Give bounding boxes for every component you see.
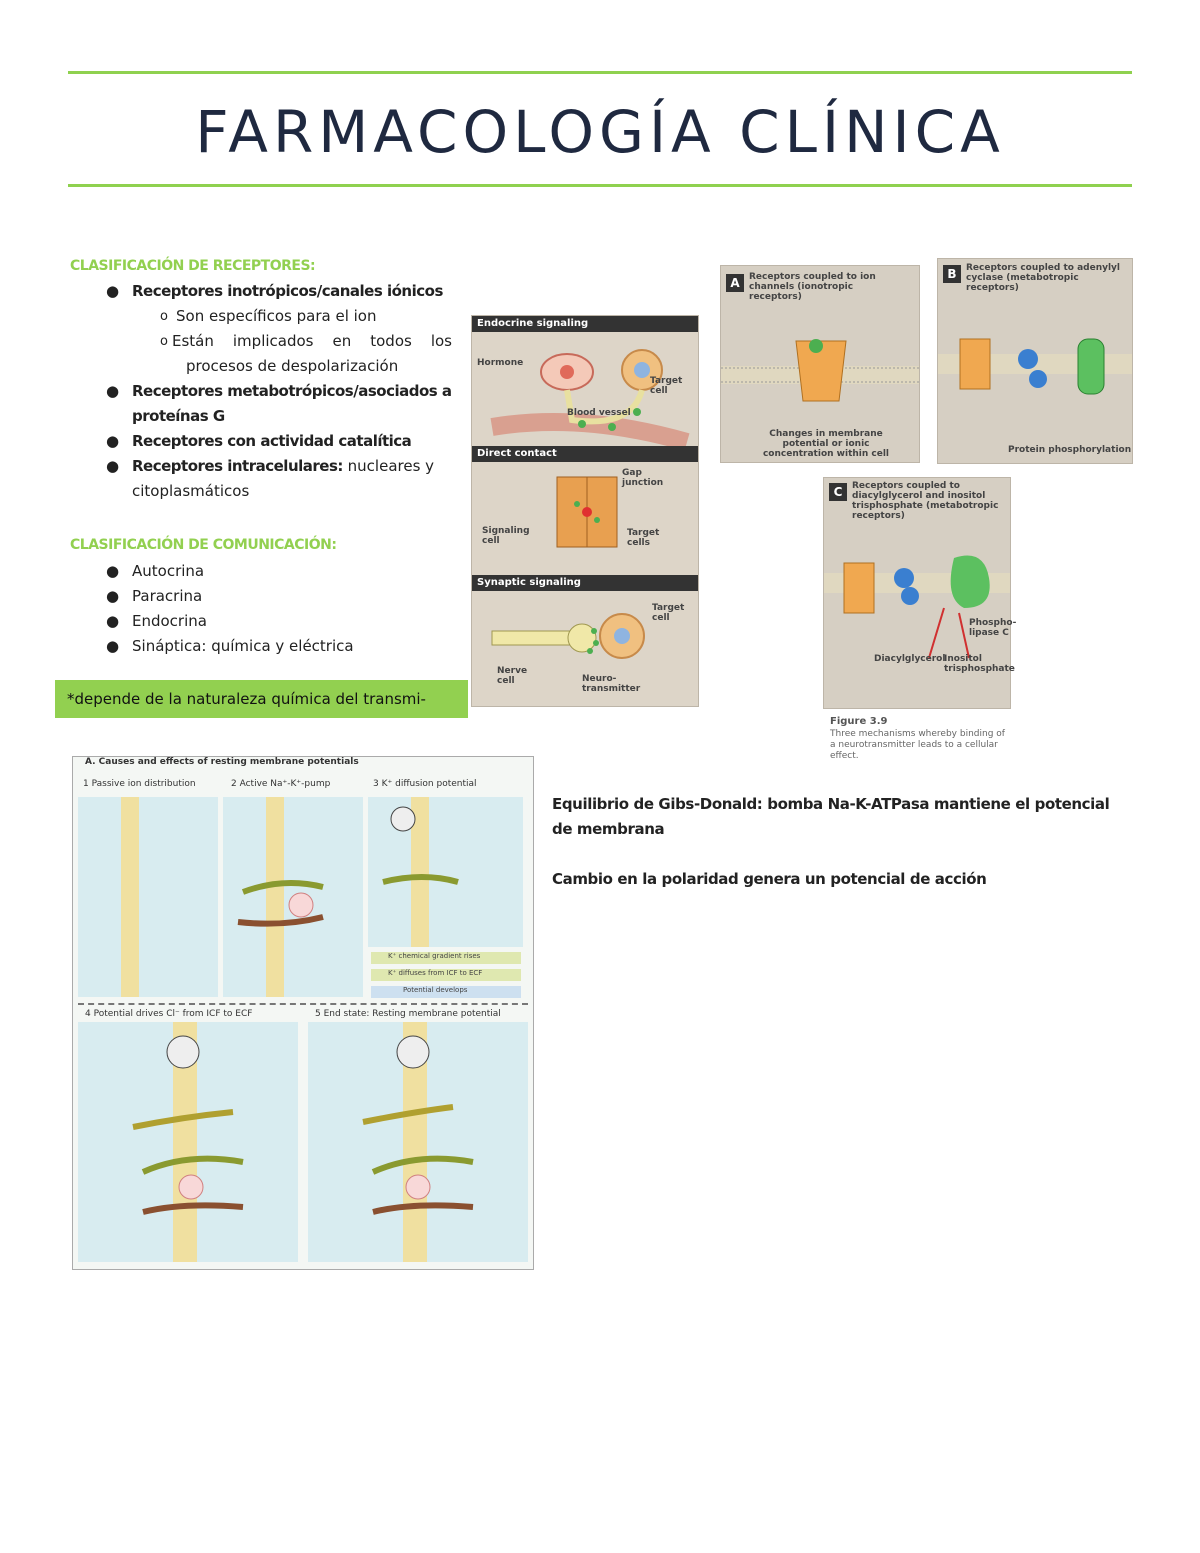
ip3-label: Inositol trisphosphate [944, 654, 1015, 674]
ion-channel-diagram [721, 339, 919, 402]
blood-vessel-label: Blood vessel [567, 408, 631, 418]
signaling-cell-label: Signaling cell [482, 526, 530, 546]
dag-label: Diacylglycerol [874, 654, 946, 664]
letter-badge: C [829, 483, 847, 501]
receptor-panel-c: C Receptors coupled to diacylglycerol an… [823, 477, 1017, 709]
receptors-heading: CLASIFICACIÓN DE RECEPTORES: [70, 258, 316, 274]
receptor-panel-b: B Receptors coupled to adenylyl cyclase … [937, 258, 1133, 464]
panel-a-title: Receptors coupled to ion channels (ionot… [749, 272, 876, 302]
panel-header: Endocrine signaling [472, 316, 698, 332]
hormone-label: Hormone [477, 358, 524, 368]
phospholipase-diagram [824, 555, 1010, 659]
panel-3-title: 3 K⁺ diffusion potential [373, 779, 477, 789]
adenylyl-cyclase-diagram [938, 338, 1132, 395]
signaling-figure: Endocrine signaling Hormone Target cell … [471, 315, 699, 707]
list-item: ●Receptores intracelulares: nucleares y … [106, 457, 435, 500]
direct-contact-diagram [556, 476, 618, 548]
synaptic-diagram [491, 613, 645, 659]
step-2: K⁺ diffuses from ICF to ECF [388, 969, 483, 977]
membrane-figure: A. Causes and effects of resting membran… [72, 756, 534, 1270]
step-3: Potential develops [403, 986, 468, 994]
target-cells-label: Target cells [627, 528, 660, 548]
panel-b-title: Receptors coupled to adenylyl cyclase (m… [966, 263, 1121, 293]
list-item: ●Receptores inotrópicos/canales iónicos [106, 282, 443, 300]
membrane-figure-title: A. Causes and effects of resting membran… [85, 757, 359, 767]
letter-badge: A [726, 274, 744, 292]
list-item: ●Autocrina [106, 562, 205, 580]
panel-a-caption: Changes in membrane potential or ionic c… [762, 429, 890, 459]
neurotransmitter-label: Neuro-transmitter [582, 674, 641, 694]
target-cell-label: Target cell [650, 376, 683, 396]
list-item: ●Sináptica: química y eléctrica [106, 637, 354, 655]
panel-2-title: 2 Active Na⁺-K⁺-pump [231, 779, 331, 789]
panel-4-title: 4 Potential drives Cl⁻ from ICF to ECF [85, 1009, 253, 1019]
panel-5-title: 5 End state: Resting membrane potential [315, 1009, 501, 1019]
note-banner: *depende de la naturaleza química del tr… [55, 680, 468, 718]
panel-c-title: Receptors coupled to diacylglycerol and … [852, 481, 999, 521]
panel-1-title: 1 Passive ion distribution [83, 779, 196, 789]
figure-caption: Three mechanisms whereby binding of a ne… [830, 729, 1005, 761]
endocrine-diagram [490, 349, 690, 451]
step-1: K⁺ chemical gradient rises [388, 952, 481, 960]
list-item: ●Endocrina [106, 612, 207, 630]
communication-list: ●Autocrina ●Paracrina ●Endocrina ●Sinápt… [100, 559, 354, 659]
right-text-block: Equilibrio de Gibs-Donald: bomba Na-K-AT… [552, 792, 1132, 892]
communication-heading: CLASIFICACIÓN DE COMUNICACIÓN: [70, 537, 337, 553]
panel-b-caption: Protein phosphorylation [1008, 445, 1132, 455]
divider [78, 1003, 528, 1005]
panel-header: Synaptic signaling [472, 575, 698, 591]
plc-label: Phospho-lipase C [969, 618, 1017, 638]
panel-header: Direct contact [472, 446, 698, 462]
list-item: ●Paracrina [106, 587, 203, 605]
top-rule [68, 71, 1132, 74]
receptor-panel-a: A Receptors coupled to ion channels (ion… [720, 265, 920, 463]
paragraph: Equilibrio de Gibs-Donald: bomba Na-K-AT… [552, 795, 1110, 838]
letter-badge: B [943, 265, 961, 283]
receptors-list: ●Receptores inotrópicos/canales iónicos … [100, 279, 452, 504]
list-item: ●Receptores metabotrópicos/asociados a p… [106, 382, 452, 425]
membrane-bottom-row [78, 1022, 528, 1262]
gap-junction-label: Gap junction [622, 468, 664, 488]
nerve-cell-label: Nerve cell [497, 666, 528, 686]
list-item: ●Receptores con actividad catalítica [106, 432, 412, 450]
target-cell-label: Target cell [652, 603, 685, 623]
paragraph: Cambio en la polaridad genera un potenci… [552, 870, 987, 888]
page-title: FARMACOLOGÍA CLÍNICA [195, 98, 1005, 166]
figure-label: Figure 3.9 [830, 716, 888, 727]
membrane-top-row [78, 797, 523, 998]
bottom-rule [68, 184, 1132, 187]
